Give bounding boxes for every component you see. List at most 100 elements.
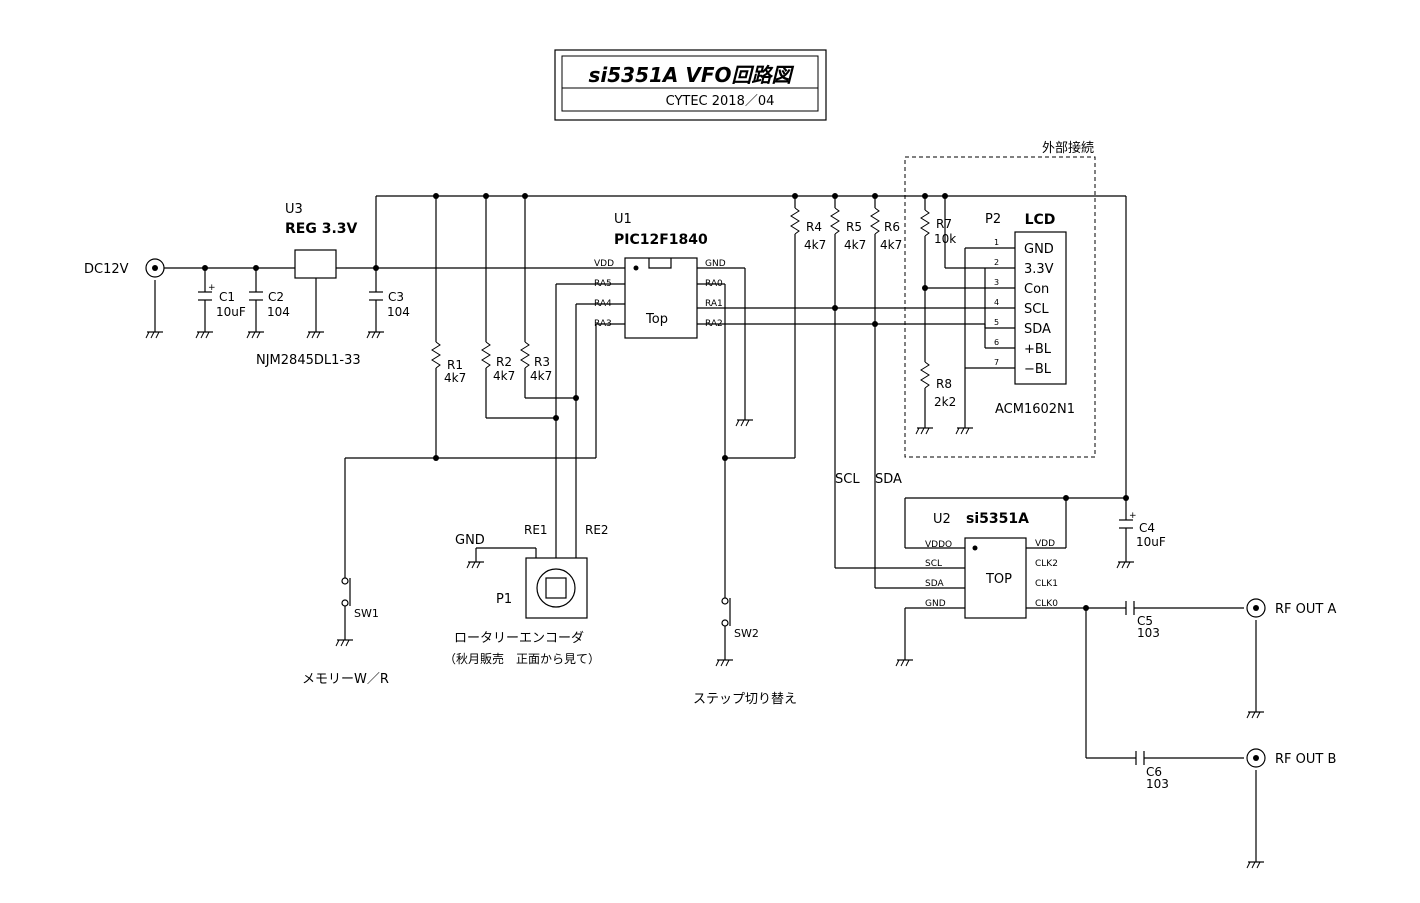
resistor-value: 4k7 bbox=[493, 369, 515, 383]
mcu-pin-label: RA4 bbox=[594, 299, 612, 309]
ground-icon bbox=[145, 331, 163, 339]
synth-ref: U2 bbox=[933, 512, 951, 527]
ground-symbols bbox=[145, 331, 1264, 869]
ground-icon bbox=[195, 331, 213, 339]
mcu-part: PIC12F1840 bbox=[614, 232, 708, 248]
resistor-ref: R8 bbox=[936, 377, 952, 391]
switch-caption: ステップ切り替え bbox=[693, 692, 797, 707]
lcd-title: LCD bbox=[1025, 212, 1056, 228]
synth-pin-label: CLK2 bbox=[1035, 559, 1058, 569]
resistor-ref: R2 bbox=[496, 355, 512, 369]
external-connection-box: 外部接続 bbox=[904, 140, 1096, 458]
resistor-value: 2k2 bbox=[934, 395, 956, 409]
resistor-ref: R7 bbox=[936, 217, 952, 231]
lcd-pin-number: 4 bbox=[994, 298, 999, 307]
resistor-r6: R6 4k7 bbox=[870, 207, 902, 252]
capacitor-c4: + C4 10uF bbox=[1119, 511, 1166, 549]
scl-bus-label: SCL bbox=[835, 472, 860, 487]
resistor-r7: R7 10k bbox=[920, 209, 956, 246]
resistor-value: 4k7 bbox=[880, 238, 902, 252]
svg-text:+: + bbox=[1129, 511, 1137, 521]
resistor-value: 4k7 bbox=[444, 371, 466, 385]
ground-icon bbox=[1246, 861, 1264, 869]
mcu-pin-label: RA2 bbox=[705, 319, 723, 329]
encoder-ref: P1 bbox=[496, 592, 512, 607]
resistor-r8: R8 2k2 bbox=[920, 361, 956, 409]
mcu-pin-label: RA0 bbox=[705, 279, 723, 289]
diagram-author-date: CYTEC 2018／04 bbox=[666, 94, 775, 109]
rf-output-b: RF OUT B bbox=[1246, 748, 1336, 768]
lcd-pin-number: 2 bbox=[994, 258, 999, 267]
ground-icon bbox=[306, 331, 324, 339]
synth-u2: U2 si5351A TOP VDDO SCL SDA GND VDD CLK2… bbox=[835, 472, 1058, 619]
switch-ref: SW1 bbox=[354, 607, 379, 620]
encoder-gnd-label: GND bbox=[455, 533, 485, 548]
resistor-ref: R4 bbox=[806, 220, 822, 234]
lcd-pin-number: 6 bbox=[994, 338, 999, 347]
regulator-ref: U3 bbox=[285, 202, 303, 217]
capacitor-ref: C3 bbox=[388, 290, 404, 304]
ground-icon bbox=[335, 639, 353, 647]
encoder-re2-label: RE2 bbox=[585, 523, 609, 537]
resistor-value: 4k7 bbox=[844, 238, 866, 252]
resistor-r1: R1 4k7 bbox=[431, 341, 466, 385]
lcd-pin-number: 1 bbox=[994, 238, 999, 247]
rotary-encoder-p1: P1 GND RE1 RE2 ロータリーエンコーダ （秋月販売 正面から見て） bbox=[444, 523, 609, 666]
switch-ref: SW2 bbox=[734, 627, 759, 640]
regulator-part: NJM2845DL1-33 bbox=[256, 353, 361, 368]
resistor-r5: R5 4k7 bbox=[830, 207, 866, 252]
ground-icon bbox=[366, 331, 384, 339]
ground-icon bbox=[715, 659, 733, 667]
synth-pin-label: VDD bbox=[1035, 539, 1055, 549]
svg-text:+: + bbox=[208, 283, 216, 293]
capacitor-ref: C6 bbox=[1146, 765, 1162, 779]
ground-icon bbox=[735, 419, 753, 427]
lcd-pin-label: GND bbox=[1024, 242, 1054, 257]
ground-icon bbox=[1116, 561, 1134, 569]
mcu-pin-label: RA1 bbox=[705, 299, 723, 309]
capacitor-ref: C2 bbox=[268, 290, 284, 304]
lcd-ref: P2 bbox=[985, 212, 1001, 227]
resistor-value: 10k bbox=[934, 232, 956, 246]
encoder-caption-note: （秋月販売 正面から見て） bbox=[444, 651, 600, 666]
capacitor-c5: C5 103 bbox=[1125, 601, 1160, 640]
resistor-r2: R2 4k7 bbox=[481, 341, 515, 383]
resistor-r4: R4 4k7 bbox=[790, 207, 826, 252]
capacitor-value: 103 bbox=[1137, 626, 1160, 640]
resistor-r3: R3 4k7 bbox=[520, 341, 552, 383]
mcu-body-label: Top bbox=[645, 312, 668, 327]
lcd-part: ACM1602N1 bbox=[995, 402, 1075, 417]
mcu-pin-label: RA3 bbox=[594, 319, 612, 329]
lcd-pin-label: SCL bbox=[1024, 302, 1049, 317]
encoder-re1-label: RE1 bbox=[524, 523, 548, 537]
capacitor-ref: C4 bbox=[1139, 521, 1155, 535]
wiring bbox=[154, 195, 1257, 862]
diagram-title: si5351A VFO回路図 bbox=[588, 63, 794, 87]
switch-sw2: SW2 ステップ切り替え bbox=[693, 597, 797, 707]
lcd-pin-label: −BL bbox=[1024, 362, 1052, 377]
capacitor-value: 104 bbox=[387, 305, 410, 319]
ground-icon bbox=[955, 427, 973, 435]
dc-input: DC12V bbox=[84, 258, 165, 278]
ground-icon bbox=[1246, 711, 1264, 719]
mcu-ref: U1 bbox=[614, 212, 632, 227]
rf-output-a: RF OUT A bbox=[1246, 598, 1336, 618]
synth-part: si5351A bbox=[966, 511, 1029, 527]
capacitor-c3: C3 104 bbox=[369, 290, 410, 319]
mcu-pin-label: GND bbox=[705, 259, 726, 269]
resistor-ref: R1 bbox=[447, 358, 463, 372]
lcd-pin-label: +BL bbox=[1024, 342, 1052, 357]
junction-dots bbox=[202, 193, 1129, 611]
rf-output-label: RF OUT A bbox=[1275, 602, 1336, 617]
lcd-pin-number: 3 bbox=[994, 278, 999, 287]
resistor-ref: R5 bbox=[846, 220, 862, 234]
lcd-p2: P2 LCD ACM1602N1 1 2 3 4 5 6 7 GND 3.3V … bbox=[985, 212, 1075, 417]
external-connection-label: 外部接続 bbox=[1042, 140, 1094, 156]
resistor-ref: R6 bbox=[884, 220, 900, 234]
synth-pin-label: SDA bbox=[925, 579, 944, 589]
ground-icon bbox=[246, 331, 264, 339]
title-block: si5351A VFO回路図 CYTEC 2018／04 bbox=[554, 49, 827, 121]
ground-icon bbox=[895, 659, 913, 667]
ground-icon bbox=[466, 561, 484, 569]
